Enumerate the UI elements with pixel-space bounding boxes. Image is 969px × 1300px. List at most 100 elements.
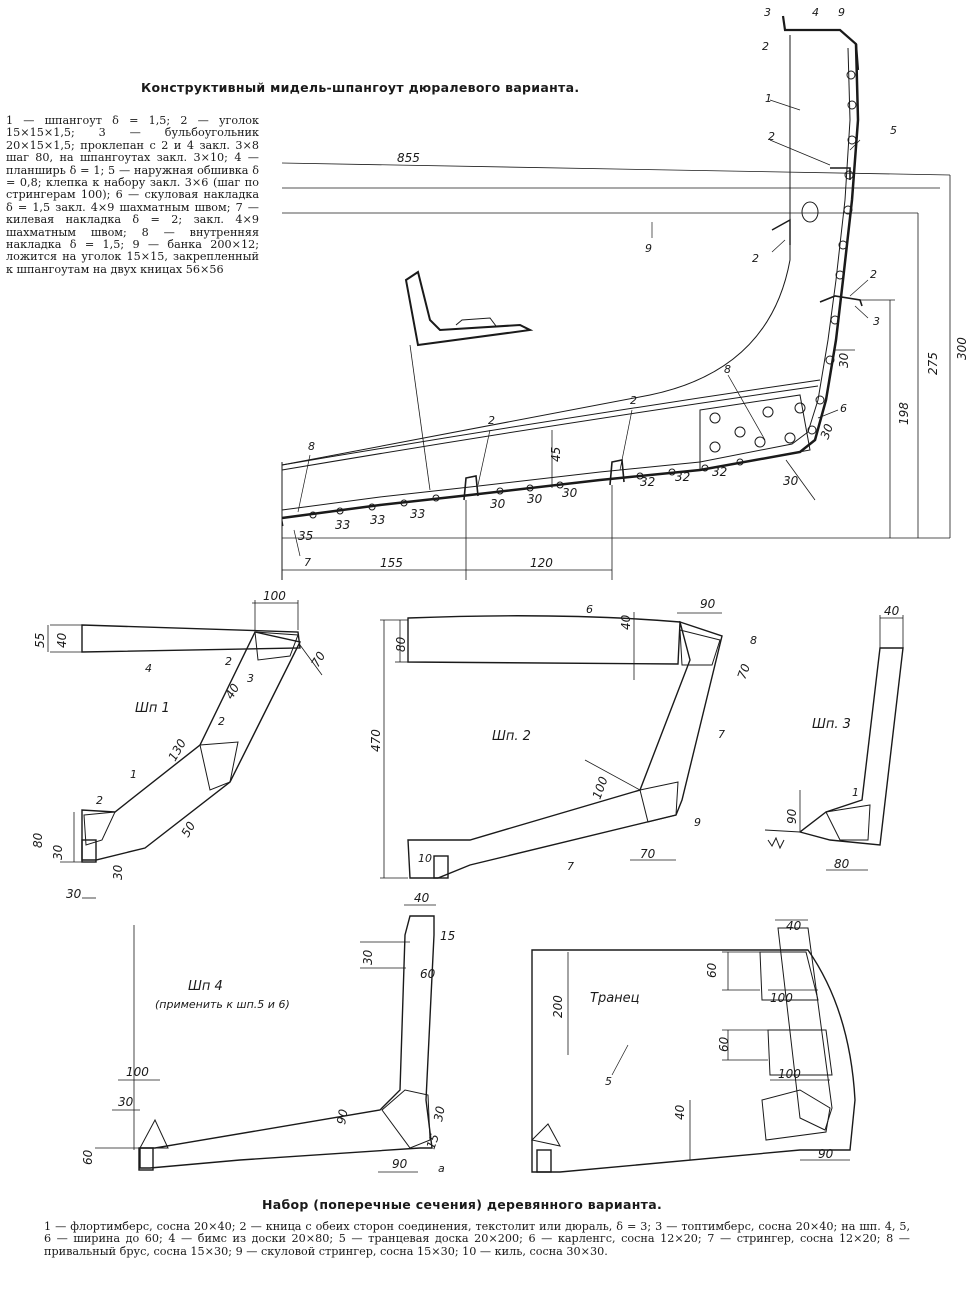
label-7: 7 (304, 556, 311, 569)
sh4-dim-40: 40 (414, 891, 430, 905)
sh2-dim-90: 90 (700, 597, 716, 611)
sh2-name: Шп. 2 (492, 729, 531, 744)
dim-30s: 30 (837, 352, 851, 368)
dim-120: 120 (530, 556, 553, 570)
label-2c: 2 (752, 252, 759, 265)
sh4-dim-15a: 15 (440, 929, 455, 943)
sh4-dim-30c: 30 (431, 1105, 448, 1123)
sh4-dim-30b: 30 (118, 1095, 134, 1109)
sh1-dim-30b: 30 (111, 864, 125, 880)
frame-inner-edge (281, 35, 791, 466)
sh4-dims (95, 904, 436, 1173)
sh4-dim-60b: 60 (81, 1149, 95, 1165)
transom-dim-90: 90 (818, 1147, 834, 1161)
dim-855: 855 (397, 151, 420, 165)
sh3-dim-90: 90 (785, 808, 799, 824)
sh2-dim-70: 70 (735, 662, 754, 681)
bracket-bottom-1 (463, 475, 479, 501)
thwart-line (281, 379, 821, 466)
sh1-dim-40b: 40 (222, 681, 242, 702)
transom-dims (567, 919, 850, 1161)
sh2-dim-100: 100 (590, 774, 611, 801)
dim-32b: 32 (675, 470, 690, 484)
sh1-name: Шп 1 (135, 701, 170, 716)
transom-dim-100a: 100 (770, 991, 793, 1005)
sh4-keel (138, 1147, 154, 1171)
hull-shell (281, 43, 860, 520)
transom-dim-200: 200 (551, 995, 565, 1018)
transom-leader (611, 1044, 629, 1076)
sh2-frame (407, 620, 723, 879)
sh2-label-9: 9 (694, 816, 701, 829)
transom-board (531, 949, 856, 1173)
sh1-dim-30c: 30 (66, 887, 82, 901)
section-transom: 40 60 100 200 60 100 40 90 5 Транец (530, 919, 856, 1173)
dim-300: 300 (955, 337, 969, 360)
sh2-label-8: 8 (750, 634, 757, 647)
bracket-side-2 (830, 167, 851, 180)
sh1-dim-55: 55 (33, 633, 47, 648)
dim-30a: 30 (490, 497, 506, 511)
sh1-beam (81, 624, 301, 653)
sh3-dim-40: 40 (884, 604, 900, 618)
sh4-dim-90b: 90 (392, 1157, 408, 1171)
sh1-label-2a: 2 (225, 655, 232, 668)
sh2-beam (407, 615, 681, 665)
label-2e: 2 (488, 414, 495, 427)
bilge-patch (699, 394, 811, 471)
label-2f: 2 (630, 394, 637, 407)
bracket-bottom-2 (609, 459, 625, 486)
sh4-dim-100: 100 (126, 1065, 149, 1079)
midship-section: 855 155 120 198 275 300 45 35 33 33 33 3… (281, 6, 969, 580)
sh1-label-3: 3 (247, 672, 254, 685)
sh4-name: Шп 4 (188, 979, 223, 994)
sh2-dim-40: 40 (619, 614, 633, 630)
section-sh1: 100 55 40 70 40 130 50 80 30 30 30 4 2 3… (31, 589, 328, 901)
dim-30c: 30 (562, 486, 578, 500)
sh3-label-1: 1 (852, 786, 859, 799)
thwart-line-2 (281, 385, 819, 471)
sh3-dim-80: 80 (834, 857, 850, 871)
top-title: Конструктивный мидель-шпангоут дюралевог… (141, 80, 580, 95)
midship-callouts (293, 99, 869, 557)
sh2-dims (380, 612, 722, 879)
dim-155: 155 (380, 556, 403, 570)
dim-275: 275 (926, 352, 940, 375)
label-4: 4 (812, 6, 819, 19)
transom-label-5: 5 (605, 1075, 612, 1088)
sh2-dim-470: 470 (369, 729, 383, 752)
transom-dim-40: 40 (786, 919, 802, 933)
section-sh4: 40 15 30 60 100 30 60 90 30 15 90 a Шп 4… (81, 891, 455, 1175)
sh1-frame (81, 631, 302, 861)
sh2-dim-80: 80 (394, 636, 408, 652)
sh4-label-a: a (438, 1162, 445, 1175)
transom-knees (530, 951, 833, 1147)
sh1-keel (81, 839, 97, 863)
transom-dim-60a: 60 (705, 962, 719, 978)
sh3-name: Шп. 3 (812, 717, 851, 732)
transom-dim-60b: 60 (717, 1036, 731, 1052)
midship-dim-lines (281, 162, 951, 580)
dim-33b: 33 (370, 513, 385, 527)
label-1: 1 (765, 92, 772, 105)
sh2-knee (639, 629, 721, 823)
sh1-dims (47, 600, 323, 899)
sh1-dim-50: 50 (178, 819, 198, 840)
bottom-title: Набор (поперечные сечения) деревянного в… (262, 1197, 662, 1212)
label-8a: 8 (308, 440, 315, 453)
sh4-dim-15b: 15 (424, 1132, 442, 1151)
lightening-hole (801, 201, 819, 223)
sh3-break (764, 829, 801, 850)
label-3b: 3 (873, 315, 880, 328)
sh1-dim-80: 80 (31, 832, 45, 848)
sh2-keel (433, 855, 449, 879)
sh1-dim-130: 130 (165, 736, 189, 763)
sh2-label-10: 10 (418, 852, 432, 865)
sh2-label-6: 6 (586, 603, 593, 616)
sh3-knee (825, 804, 871, 841)
dim-30t: 30 (818, 422, 837, 441)
sh1-label-2c: 2 (96, 794, 103, 807)
label-9b: 9 (645, 242, 652, 255)
dim-30b: 30 (527, 492, 543, 506)
sh1-dim-70: 70 (308, 649, 328, 670)
